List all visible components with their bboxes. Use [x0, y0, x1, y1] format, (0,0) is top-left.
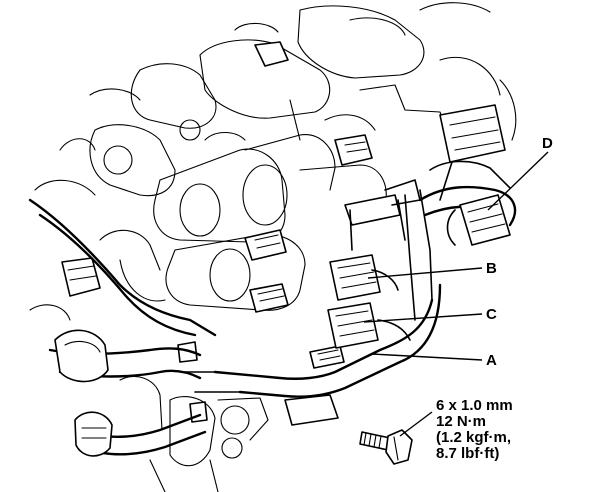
leader-bolt	[399, 411, 433, 437]
leader-lines	[363, 151, 549, 437]
engine-background	[29, 2, 517, 492]
leader-a	[371, 353, 483, 361]
harness-bracket	[177, 104, 517, 426]
leader-d	[487, 151, 549, 211]
callout-label-a: A	[486, 352, 497, 369]
callout-label-b: B	[486, 260, 497, 277]
bolt-spec-torque-lbfft: 8.7 lbf·ft)	[436, 445, 499, 462]
bolt-spec-block: 6 x 1.0 mm 12 N·m (1.2 kgf·m, 8.7 lbf·ft…	[436, 397, 513, 462]
harness-bolt	[359, 429, 413, 465]
connector-b	[329, 254, 399, 301]
left-harness-branch	[28, 198, 217, 457]
callout-label-c: C	[486, 306, 497, 323]
connector-c	[327, 302, 411, 349]
bolt-spec-torque-kgfm: (1.2 kgf·m,	[436, 429, 511, 446]
leader-b	[367, 267, 483, 279]
callout-label-d: D	[542, 135, 553, 152]
leader-c	[363, 313, 483, 323]
connector-d	[446, 194, 511, 246]
bolt-spec-torque-nm: 12 N·m	[436, 413, 486, 430]
bolt-spec-size: 6 x 1.0 mm	[436, 397, 513, 414]
